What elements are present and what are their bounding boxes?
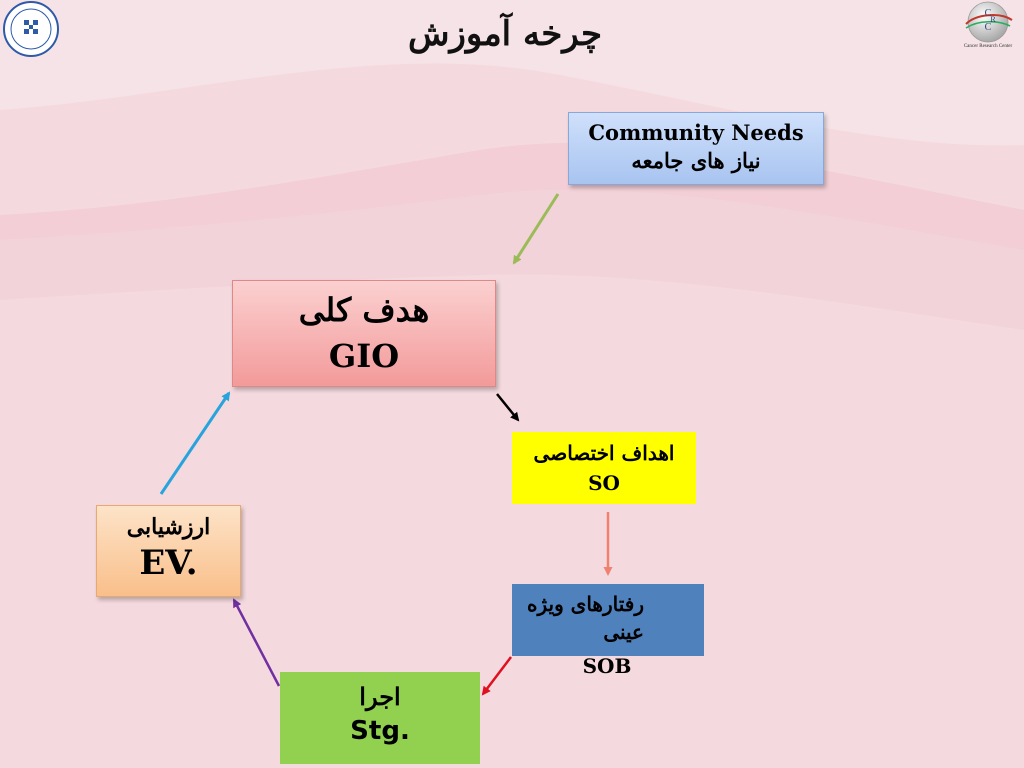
node-sob-fa-line1: رفتارهای ویژه	[526, 592, 644, 616]
svg-text:C: C	[985, 8, 992, 19]
node-ev-fa: ارزشیابی	[126, 514, 211, 540]
node-sob-en: SOB	[582, 654, 632, 678]
university-seal-icon	[3, 1, 59, 57]
node-ev-en: EV.	[139, 543, 198, 583]
node-gio: هدف کلی GIO	[232, 280, 496, 387]
node-community-needs-fa: نیاز های جامعه	[631, 148, 761, 173]
node-community-needs: Community Needs نیاز های جامعه	[568, 112, 824, 185]
node-community-needs-en: Community Needs	[588, 120, 804, 145]
node-sob: رفتارهای ویژه عینی	[512, 584, 704, 656]
node-gio-fa: هدف کلی	[298, 291, 430, 329]
svg-text:R: R	[990, 15, 996, 24]
logo-caption: Cancer Research Center	[963, 44, 1013, 49]
node-stg-en: Stg.	[350, 716, 410, 746]
node-gio-en: GIO	[328, 337, 400, 375]
cancer-research-center-logo: C R C Cancer Research Center	[952, 0, 1024, 62]
node-so: اهداف اختصاصی SO	[512, 432, 696, 504]
node-stg: اجرا Stg.	[280, 672, 480, 764]
node-so-fa: اهداف اختصاصی	[533, 441, 675, 465]
node-ev: ارزشیابی EV.	[96, 505, 241, 597]
node-stg-fa: اجرا	[359, 682, 401, 711]
crc-globe-icon: C R C	[965, 1, 1013, 43]
node-so-en: SO	[588, 471, 620, 495]
node-sob-fa-line2: عینی	[603, 620, 644, 644]
university-seal-logo	[0, 0, 62, 58]
svg-text:C: C	[985, 22, 992, 33]
slide-title: چرخه آموزش	[407, 14, 602, 54]
